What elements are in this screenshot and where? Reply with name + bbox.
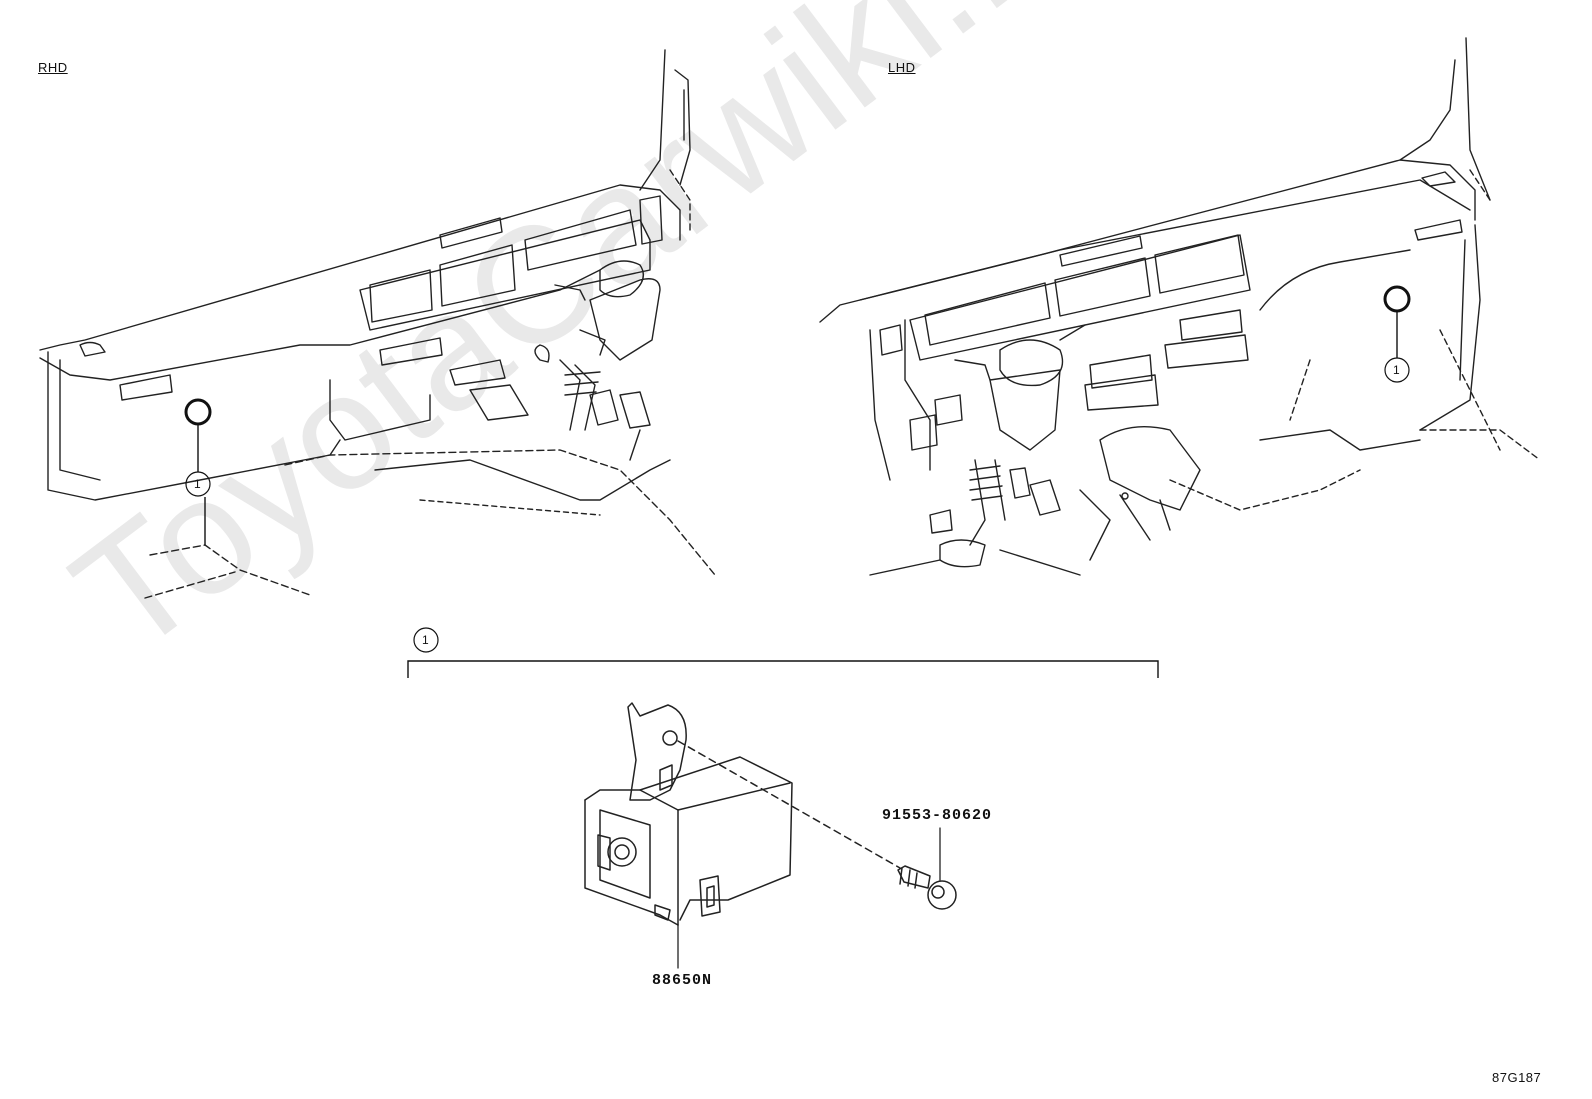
lhd-label: LHD [888, 60, 916, 75]
lhd-callout-circle [1384, 357, 1410, 383]
rhd-callout-number: 1 [194, 477, 202, 491]
rhd-label: RHD [38, 60, 68, 75]
bolt-part-number: 91553-80620 [882, 807, 993, 824]
group-callout-number: 1 [422, 633, 430, 647]
group-callout-circle [413, 627, 439, 653]
module-part-number: 88650N [652, 972, 713, 989]
group-bracket [407, 660, 1159, 678]
lhd-callout-number: 1 [1393, 363, 1401, 377]
drawing-code: 87G187 [1492, 1070, 1542, 1085]
rhd-callout-circle [185, 471, 211, 497]
